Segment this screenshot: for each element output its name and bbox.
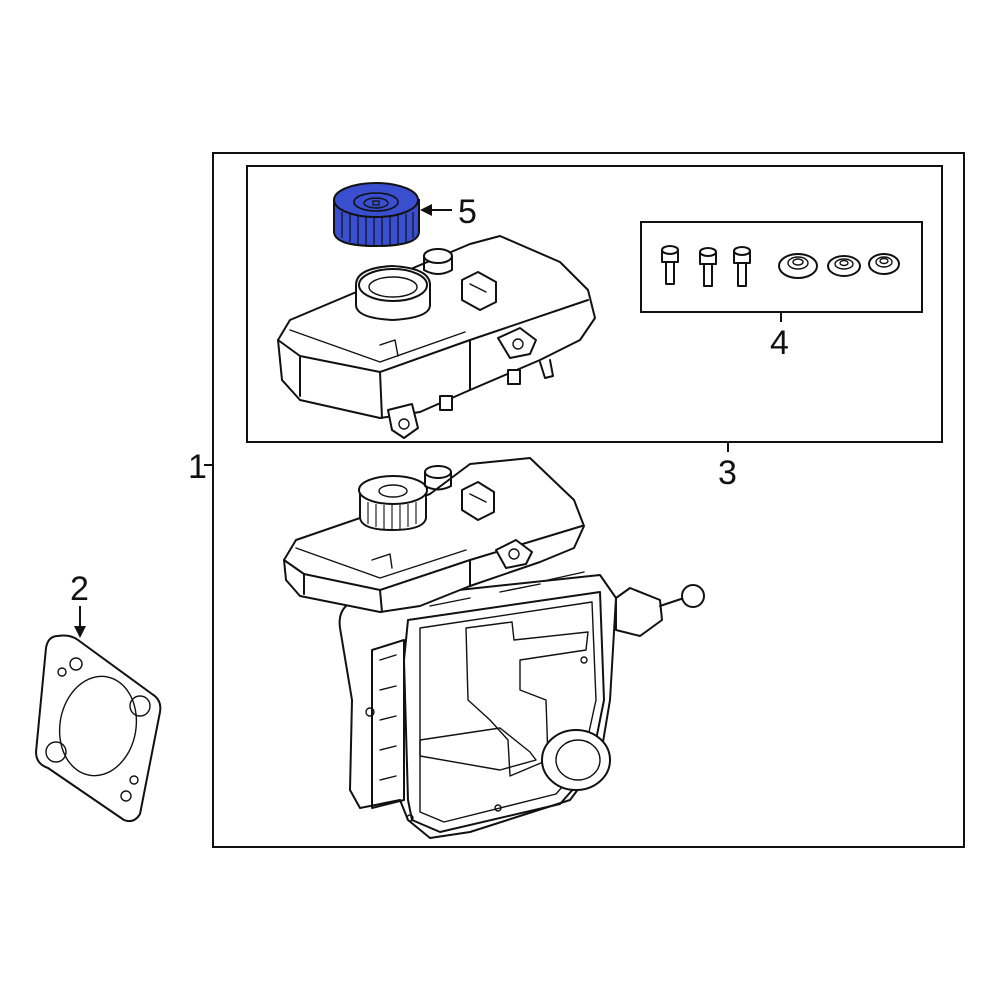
reservoir-kit-drawing (277, 235, 596, 439)
hardware-kit-drawing (661, 245, 900, 287)
screw-3 (733, 246, 751, 287)
callout-2: 2 (70, 570, 89, 608)
callout-3: 3 (718, 454, 737, 492)
cap-leader-arrow (420, 204, 452, 216)
master-cylinder-assembly-drawing (283, 457, 705, 839)
grommet-2 (827, 255, 861, 277)
screw-2 (699, 247, 717, 287)
reservoir-cap-highlighted (333, 182, 420, 248)
screw-1 (661, 245, 679, 285)
grommet-1 (778, 253, 818, 279)
grommet-3 (868, 253, 900, 275)
callout-1: 1 (188, 448, 207, 486)
callout-5: 5 (458, 193, 477, 231)
gasket-drawing (35, 634, 162, 823)
reservoir-kit-frame (246, 165, 943, 443)
gasket-leader-arrow (74, 606, 86, 638)
callout-4: 4 (770, 324, 789, 362)
assembly-frame (212, 152, 965, 848)
